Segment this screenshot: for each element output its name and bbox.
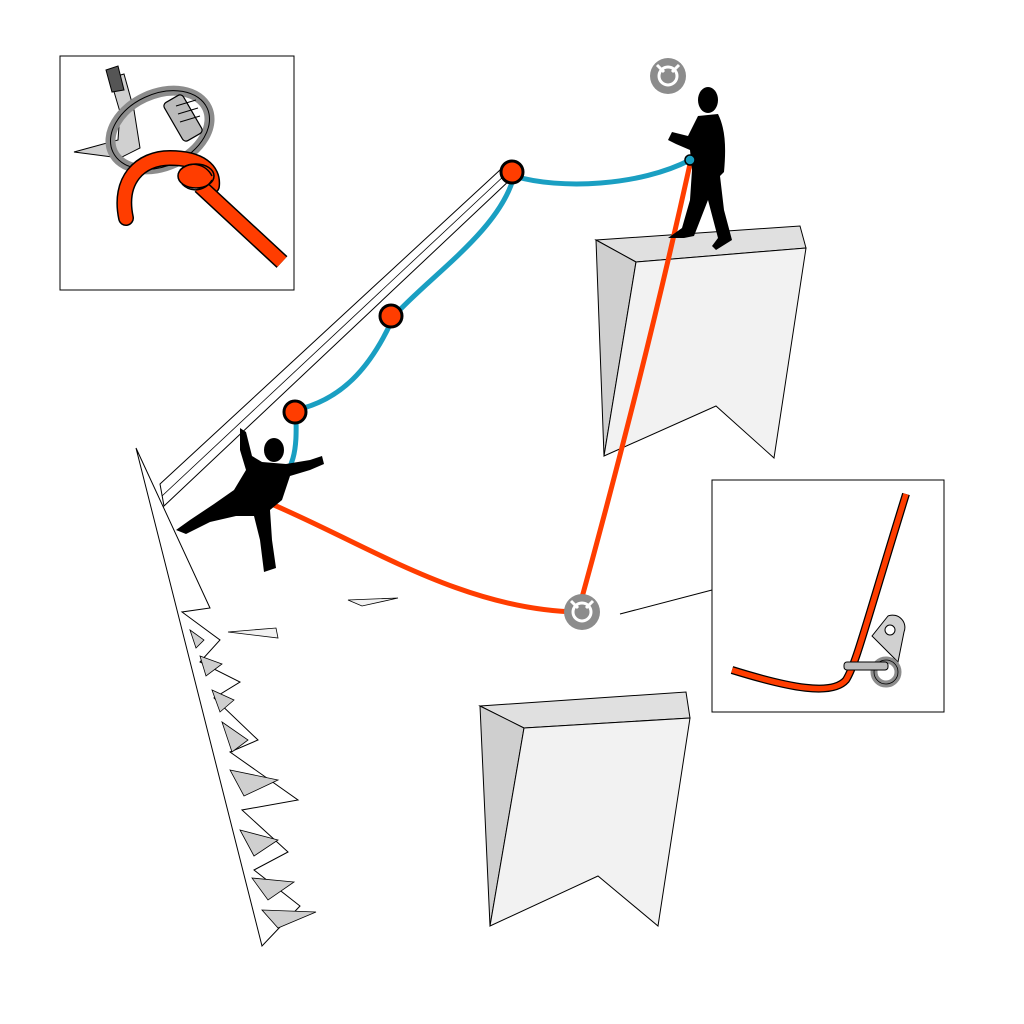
quickdraw-icon bbox=[282, 399, 308, 425]
climber-silhouette bbox=[176, 428, 324, 572]
hanger-plate-icon bbox=[871, 614, 906, 664]
rock-flake bbox=[227, 627, 279, 639]
left-rock-face bbox=[135, 447, 317, 948]
carabiner-knot-detail bbox=[59, 55, 295, 291]
rope-through-bolt-detail bbox=[711, 479, 945, 713]
belay-device bbox=[684, 154, 696, 166]
inset-pointer bbox=[619, 589, 713, 615]
rock-flake bbox=[347, 597, 399, 607]
lower-rock-pillar bbox=[478, 691, 691, 927]
bolt-ring-icon bbox=[650, 58, 686, 94]
quickdraw-icon bbox=[378, 303, 404, 329]
upper-rock-pillar bbox=[594, 225, 807, 459]
bolt-ring-icon bbox=[564, 594, 600, 630]
quickdraw-icon bbox=[499, 159, 525, 185]
belayer-silhouette bbox=[668, 87, 732, 250]
screw-gate-icon bbox=[163, 94, 203, 142]
